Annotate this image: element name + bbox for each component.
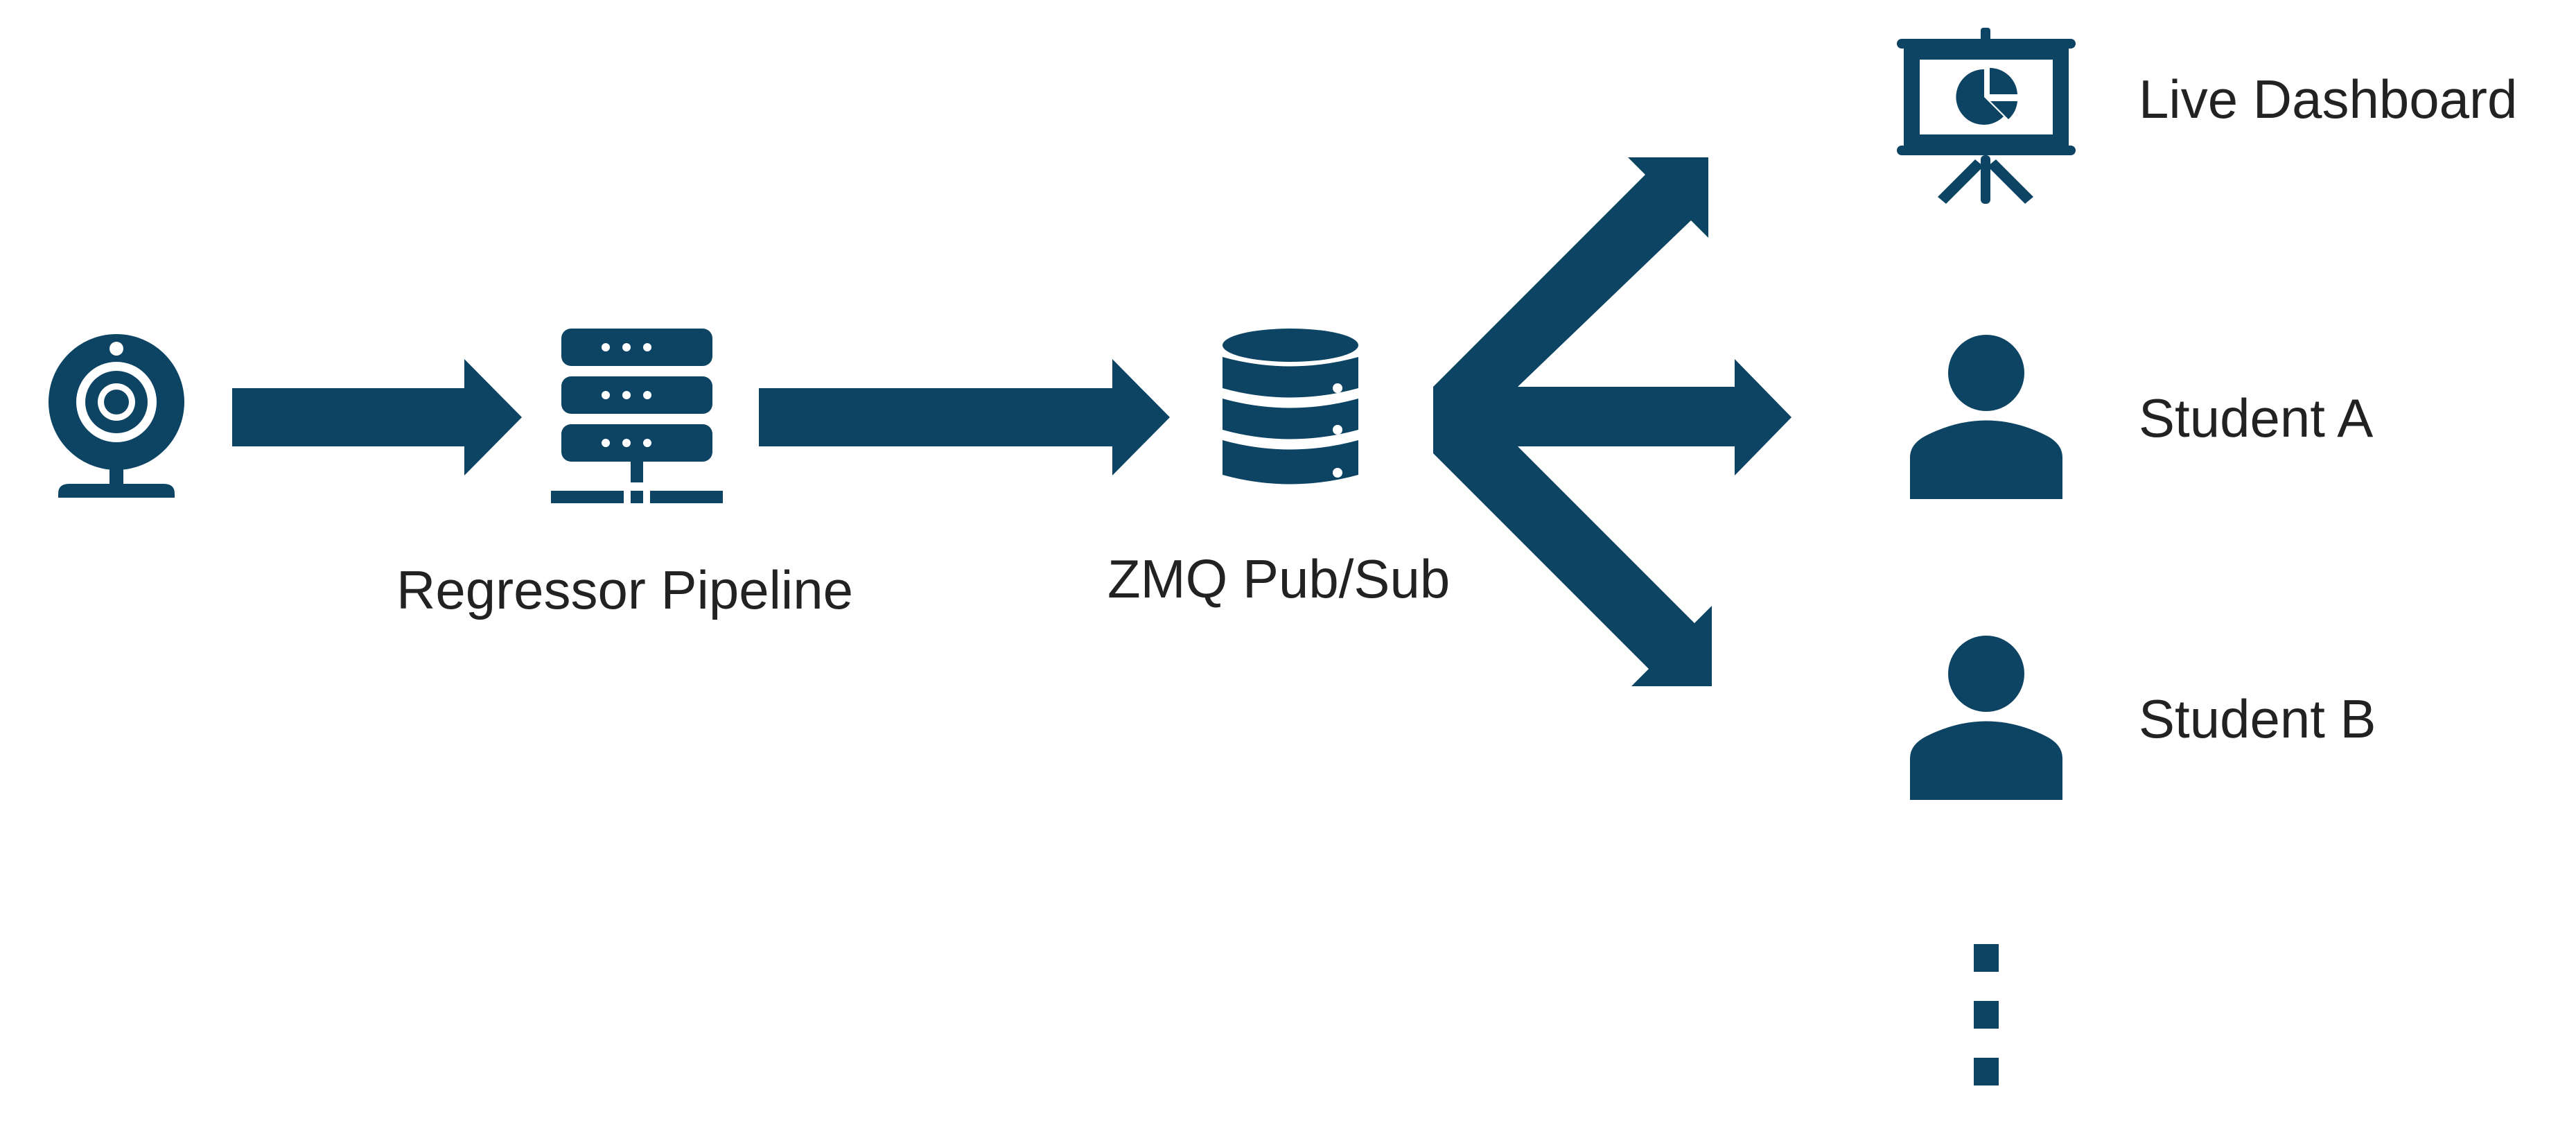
pie-chart-icon [1956,67,2017,125]
presentation-board-icon [1897,28,2076,204]
server-icon [551,329,723,503]
arrow-zmq-to-dashboard [1433,157,1708,387]
user-icon [1910,636,2062,800]
zmq-pubsub-label: ZMQ Pub/Sub [1107,548,1450,609]
student-a-label: Student A [2139,387,2373,448]
arrow-zmq-to-student-b [1433,446,1712,686]
regressor-pipeline-label: Regressor Pipeline [396,559,853,620]
live-dashboard-label: Live Dashboard [2139,69,2517,130]
database-icon [1223,329,1358,485]
arrow-zmq-to-student-a [1433,359,1791,476]
arrow-regressor-to-zmq [759,359,1170,476]
vertical-ellipsis-icon [1974,944,1999,1085]
webcam-icon [49,334,184,498]
arrow-webcam-to-regressor [232,359,522,476]
student-b-label: Student B [2139,688,2376,749]
user-icon [1910,335,2062,499]
